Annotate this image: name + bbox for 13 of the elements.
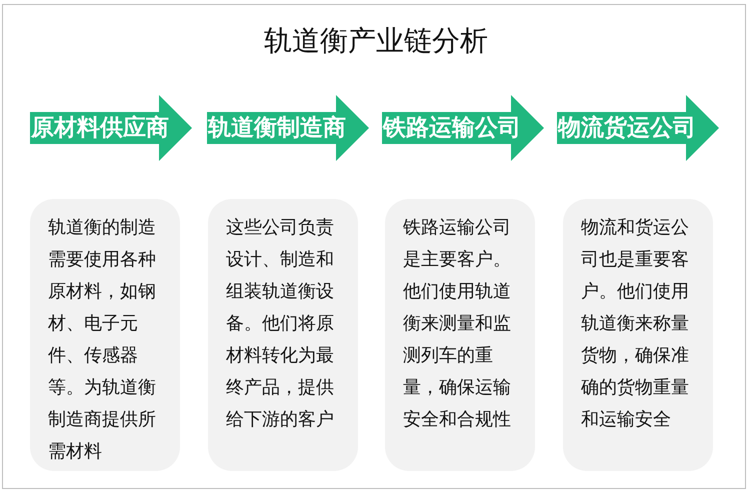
description-text: 这些公司负责设计、制造和组装轨道衡设备。他们将原材料转化为最终产品，提供给下游的客户 <box>226 216 335 431</box>
banner-label: 原材料供应商 <box>31 114 169 142</box>
title: 轨道衡产业链分析 <box>264 25 488 59</box>
arrow-banner <box>557 95 719 161</box>
description-text: 轨道衡的制造需要使用各种原材料，如钢材、电子元件、传感器等。为轨道衡制造商提供所需材料 <box>48 216 157 463</box>
banner-label: 物流货运公司 <box>558 114 696 142</box>
banner-label: 轨道衡制造商 <box>208 114 346 142</box>
banner-label: 铁路运输公司 <box>383 114 521 142</box>
arrow-banner <box>207 95 369 161</box>
arrow-banner <box>382 95 544 161</box>
description-text: 物流和货运公司也是重要客户。他们使用轨道衡来称量货物，确保准确的货物重量和运输安全 <box>581 216 690 431</box>
description-text: 铁路运输公司是主要客户。他们使用轨道衡来测量和监测列车的重量，确保运输安全和合规性 <box>403 216 512 431</box>
arrow-banner <box>30 95 192 161</box>
